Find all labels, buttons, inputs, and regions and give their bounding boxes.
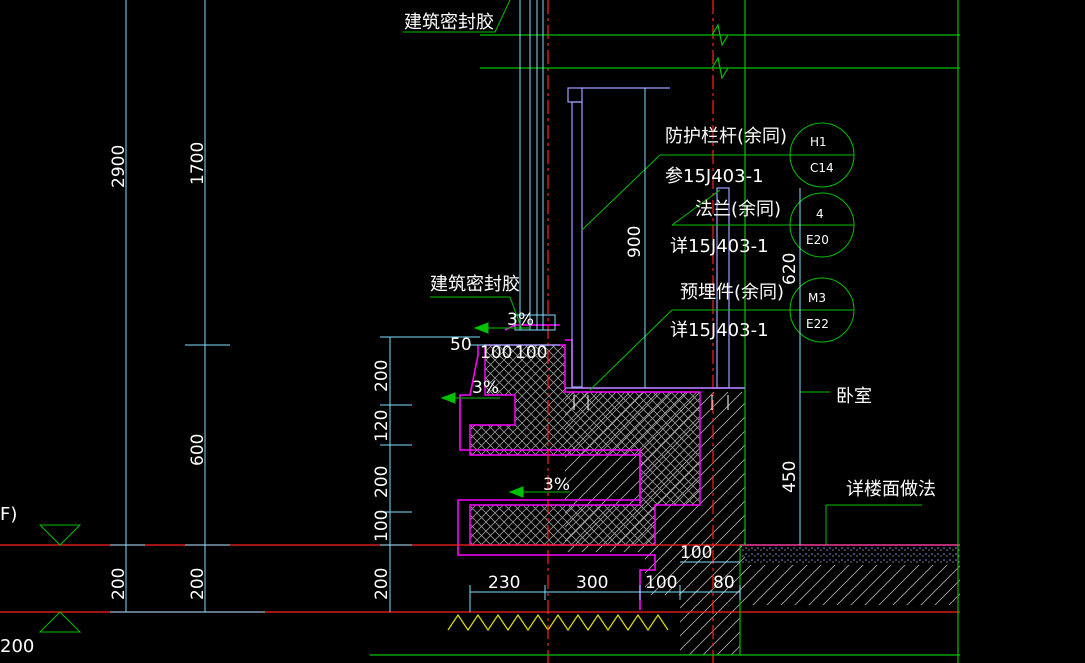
window-frame — [514, 0, 556, 331]
dim-900: 900 — [625, 226, 645, 258]
insulation-layer — [469, 344, 701, 546]
stack-dim-1: 200 — [372, 360, 392, 392]
dim-200-b: 200 — [188, 568, 208, 600]
stack-dim-5: 200 — [372, 568, 392, 600]
dim-230: 230 — [488, 573, 520, 593]
dim-100-c: 100 — [645, 573, 677, 593]
break-symbols — [711, 23, 729, 80]
callout-circles — [789, 122, 855, 343]
left-level-200-label: 200 — [0, 636, 34, 657]
slope-label-1: 3% — [507, 310, 534, 330]
dim-50: 50 — [450, 335, 472, 355]
dim-200-a: 200 — [109, 568, 129, 600]
ground-hatch — [447, 613, 669, 632]
floor-ref-label: 详楼面做法 — [846, 479, 936, 500]
dim-2900: 2900 — [109, 145, 129, 188]
dim-100-d: 100 — [680, 543, 712, 563]
callout-2-bottom: E20 — [806, 233, 829, 247]
stack-dim-4: 100 — [372, 510, 392, 542]
sealant-label-top: 建筑密封胶 — [404, 12, 494, 33]
stack-dim-2: 120 — [372, 410, 392, 442]
dim-300: 300 — [576, 573, 608, 593]
guardrail — [565, 87, 745, 389]
embedded-label: 预埋件(余同) — [680, 282, 784, 303]
dim-80: 80 — [713, 573, 735, 593]
dim-100-b: 100 — [515, 343, 547, 363]
dim-1700: 1700 — [188, 142, 208, 185]
anchor-bolts — [573, 395, 729, 410]
slope-label-2: 3% — [472, 378, 499, 398]
dim-620: 620 — [780, 253, 800, 285]
level-markers — [38, 524, 82, 633]
callout-1-top: H1 — [810, 135, 827, 149]
bedroom-label: 卧室 — [836, 386, 872, 407]
floor-finish — [740, 544, 960, 565]
sealant-label-mid: 建筑密封胶 — [430, 274, 520, 295]
dim-600: 600 — [188, 434, 208, 466]
callout-1-bottom: C14 — [810, 161, 834, 175]
left-level-f-label: F) — [0, 504, 17, 525]
dim-100-a: 100 — [480, 343, 512, 363]
stack-dim-3: 200 — [372, 466, 392, 498]
slope-arrows — [440, 322, 570, 498]
railing-ref-label: 参15J403-1 — [665, 166, 764, 187]
callout-3-top: M3 — [808, 291, 826, 305]
slope-label-3: 3% — [543, 475, 570, 495]
dim-450: 450 — [780, 461, 800, 493]
callout-3-bottom: E22 — [806, 317, 829, 331]
dimension-lines — [110, 0, 801, 613]
flange-ref-label: 详15J403-1 — [670, 236, 769, 257]
railing-label: 防护栏杆(余同) — [665, 126, 787, 147]
callout-2-top: 4 — [816, 207, 824, 221]
leader-lines — [403, 0, 922, 545]
embedded-ref-label: 详15J403-1 — [670, 320, 769, 341]
flange-label: 法兰(余同) — [695, 199, 781, 220]
